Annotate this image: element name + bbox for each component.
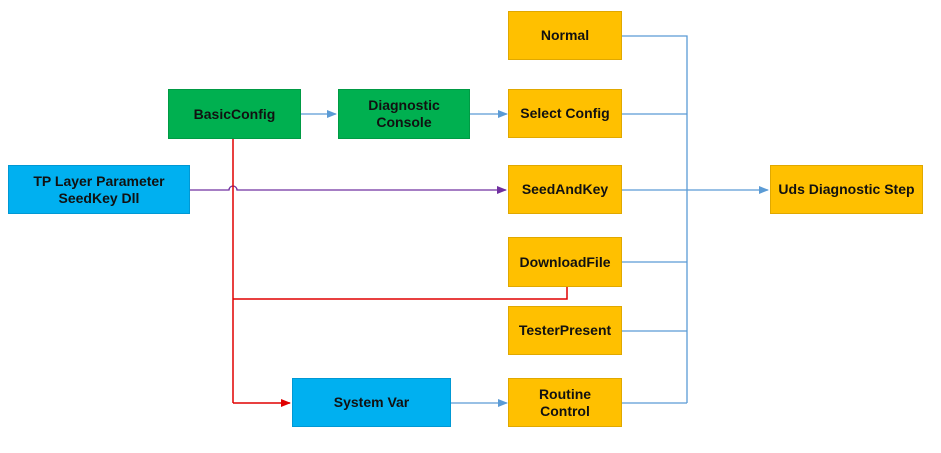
tester-present-node: TesterPresent — [508, 306, 622, 355]
download-file-node: DownloadFile — [508, 237, 622, 287]
normal-node: Normal — [508, 11, 622, 60]
connector-normal-to-bus — [622, 35, 688, 403]
routine-control-node: Routine Control — [508, 378, 622, 427]
connector-downloadfile-return — [233, 287, 568, 300]
uds-diagnostic-step-node: Uds Diagnostic Step — [770, 165, 923, 214]
tp-layer-node: TP Layer Parameter SeedKey Dll — [8, 165, 190, 214]
connector-tplayer-to-seedandkey — [190, 185, 507, 194]
system-var-node: System Var — [292, 378, 451, 427]
select-config-node: Select Config — [508, 89, 622, 138]
diagnostic-console-node: Diagnostic Console — [338, 89, 470, 139]
basic-config-node: BasicConfig — [168, 89, 301, 139]
seed-and-key-node: SeedAndKey — [508, 165, 622, 214]
